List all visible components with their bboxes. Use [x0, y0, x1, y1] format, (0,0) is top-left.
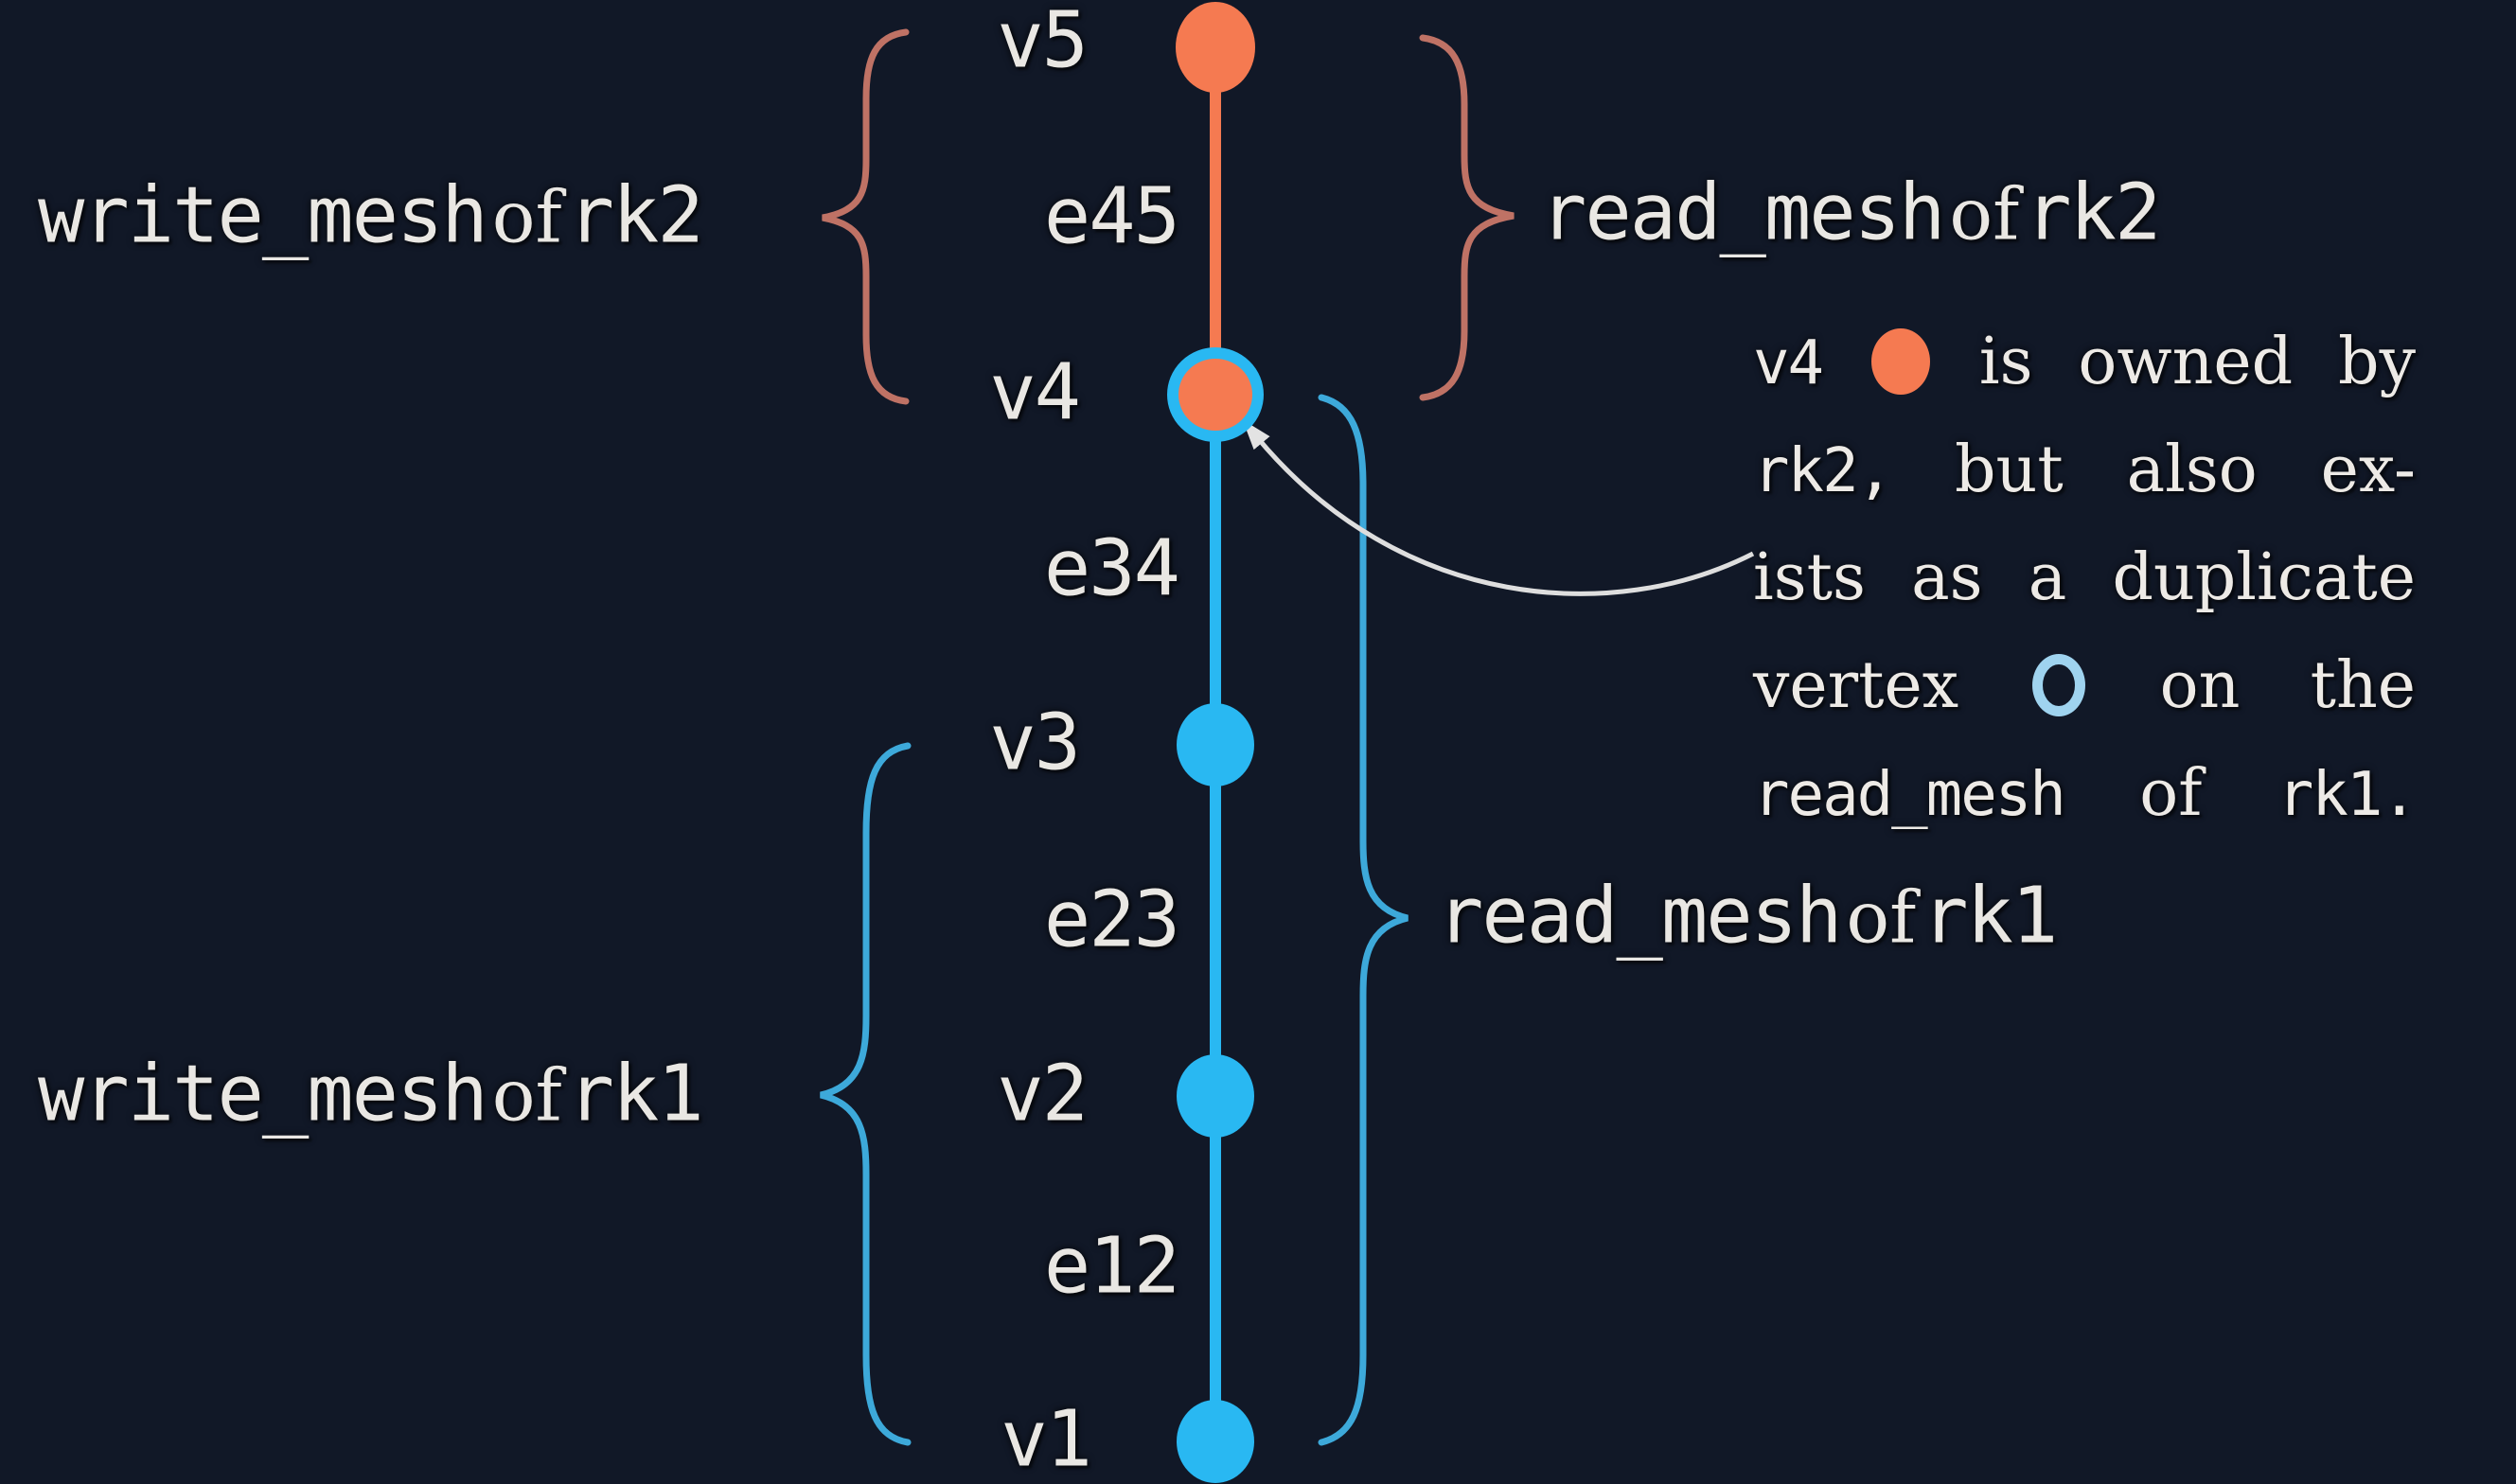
write-mesh-rk1-rank: rk1: [567, 1049, 704, 1140]
note-read-mesh: read_mesh: [1753, 760, 2066, 830]
edge-label-e45: e45: [1043, 171, 1180, 262]
vertex-label-v3: v3: [989, 698, 1081, 788]
edge-label-e12: e12: [1043, 1221, 1180, 1312]
vertex-label-v4: v4: [989, 347, 1081, 438]
read-mesh-rk1-mono: read_mesh: [1437, 871, 1842, 962]
vertex-label-v5: v5: [997, 0, 1089, 86]
edge-label-e34: e34: [1043, 523, 1180, 614]
read-mesh-rk2-rank: rk2: [2025, 168, 2161, 258]
edge-label-e23: e23: [1043, 874, 1180, 965]
write-mesh-rk2-label: write_meshofrk2: [38, 174, 704, 259]
note-line-2-text: but also ex-: [1955, 433, 2416, 507]
note-line-4-text-b: on the: [2159, 648, 2416, 723]
vertex-v4-duplicate-ring: [1167, 347, 1264, 442]
brace-write-mesh-rk1: [820, 742, 912, 1446]
orange-filled-vertex-icon: [1870, 327, 1930, 395]
read-mesh-rk2-mono: read_mesh: [1540, 168, 1945, 258]
vertex-v1: [1177, 1400, 1254, 1483]
note-rk2: rk2,: [1753, 436, 1893, 506]
vertex-v5: [1176, 2, 1255, 93]
read-mesh-rk1-of: of: [1846, 874, 1917, 960]
read-mesh-rk2-label: read_meshofrk2: [1540, 174, 2161, 252]
note-line-2: rk2, but also ex-: [1753, 416, 2416, 524]
vertex-label-v2: v2: [997, 1049, 1089, 1140]
duplicate-vertex-note: v4 is owned by rk2, but also ex- ists as…: [1753, 309, 2418, 848]
write-mesh-rk1-of: of: [491, 1052, 562, 1138]
write-mesh-rk2-rank: rk2: [567, 170, 704, 261]
note-line-3: ists as a duplicate: [1753, 524, 2416, 632]
note-line-1-text: is owned by: [1978, 325, 2416, 399]
note-line-3-text: ists as a duplicate: [1753, 540, 2416, 615]
note-rk1: rk1.: [2277, 760, 2418, 830]
note-line-1: v4 is owned by: [1753, 309, 2416, 416]
write-mesh-rk1-label: write_meshofrk1: [38, 1055, 704, 1133]
write-mesh-rk2-mono: write_mesh: [38, 170, 488, 261]
note-of: of: [2139, 756, 2203, 831]
read-mesh-rk2-of: of: [1949, 171, 2020, 256]
note-v4: v4: [1753, 328, 1824, 398]
read-mesh-rk1-rank: rk1: [1922, 871, 2058, 962]
read-mesh-rk1-label: read_meshofrk1: [1437, 877, 2058, 955]
vertex-v2: [1177, 1054, 1254, 1138]
brace-read-mesh-rk1: [1318, 394, 1409, 1446]
vertex-v3: [1177, 703, 1254, 786]
duplicate-vertex-arrow: [1242, 419, 1755, 596]
vertex-label-v1: v1: [1001, 1394, 1092, 1484]
note-line-5: read_mesh of rk1.: [1753, 740, 2418, 848]
note-line-4-text-a: vertex: [1753, 648, 1959, 723]
note-line-4: vertex on the: [1753, 632, 2416, 740]
brace-read-mesh-rk2: [1419, 34, 1515, 401]
blue-open-vertex-icon: [2032, 653, 2086, 716]
brace-write-mesh-rk2: [822, 28, 910, 405]
write-mesh-rk1-mono: write_mesh: [38, 1049, 488, 1140]
write-mesh-rk2-of: of: [491, 174, 562, 259]
